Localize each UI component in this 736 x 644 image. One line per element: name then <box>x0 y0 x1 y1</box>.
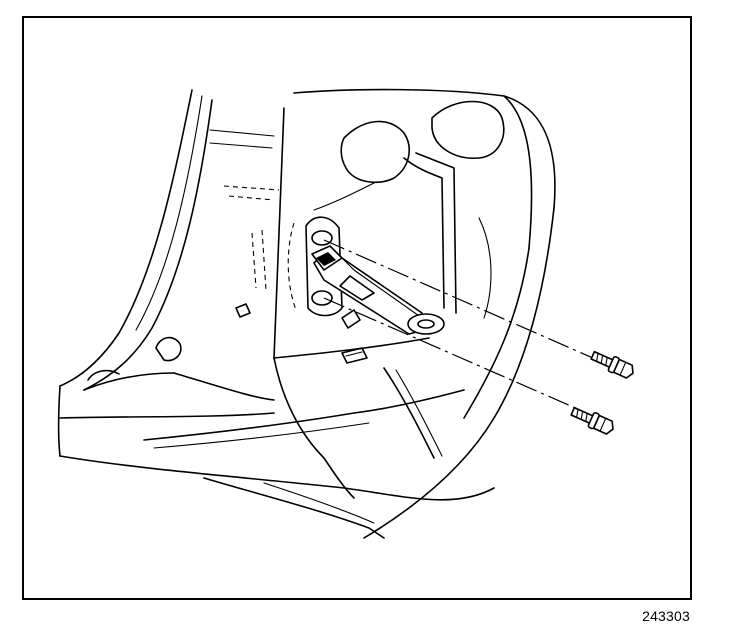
illustration-frame <box>22 16 692 600</box>
figure-number: 243303 <box>642 608 690 624</box>
door-check-pocket <box>287 216 343 317</box>
body-pillar-outline <box>57 89 495 501</box>
upper-reinforcement <box>293 88 556 539</box>
door-check-link-illustration <box>57 88 634 539</box>
installation-centerlines <box>323 239 603 411</box>
lower-bolt-icon <box>570 406 614 435</box>
lower-body-contours <box>59 336 465 539</box>
upper-bolt-icon <box>590 350 634 379</box>
hinge-pillar-panel <box>209 107 430 459</box>
panel-slots <box>235 303 368 364</box>
door-check-link <box>311 245 445 335</box>
